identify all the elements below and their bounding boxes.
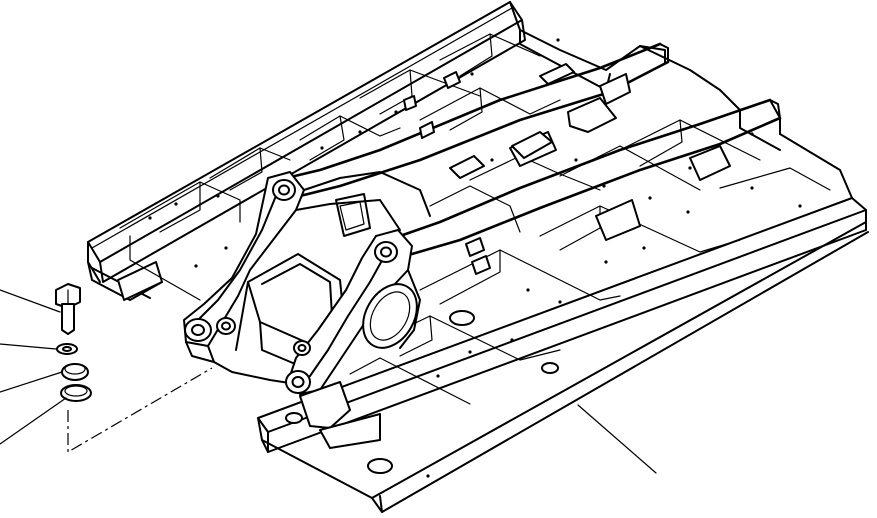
center-box-frame (235, 171, 431, 367)
rivet-dots (148, 38, 802, 478)
small-brackets (403, 63, 575, 275)
right-tower-bracket (285, 229, 421, 395)
interior-cross-plates (119, 33, 561, 301)
washer-icon (56, 343, 78, 355)
left-tower-bracket (183, 171, 305, 385)
center-lines (67, 367, 213, 454)
floor-openings (285, 310, 559, 474)
plate-icon (60, 384, 92, 402)
right-side-rail (257, 197, 869, 513)
bolt-icon (55, 283, 81, 335)
cap-icon (61, 363, 89, 381)
rear-cross-member (509, 1, 853, 199)
upper-arm-2 (398, 98, 782, 256)
leader-lines (0, 289, 657, 474)
left-side-rail (87, 1, 526, 301)
